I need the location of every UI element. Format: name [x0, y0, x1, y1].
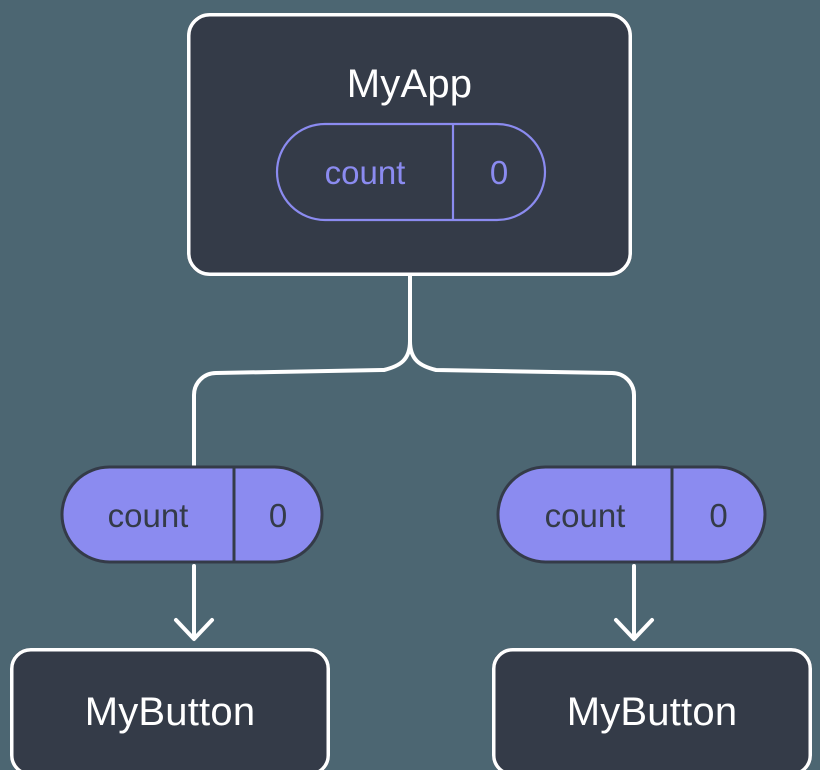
node-myapp-background: [187, 13, 632, 276]
node-myapp-border[interactable]: [187, 13, 632, 276]
connector-branch-right: [408, 339, 636, 470]
node-mybutton-right-border[interactable]: [492, 648, 812, 770]
state-pill-myapp[interactable]: [275, 122, 547, 222]
node-mybutton-left-background: [10, 648, 330, 770]
arrow-head-right-icon: [614, 618, 654, 641]
node-mybutton-right-background: [492, 648, 812, 770]
arrow-head-left-icon: [174, 618, 214, 641]
prop-pill-right[interactable]: [496, 465, 767, 564]
node-mybutton-left-border[interactable]: [10, 648, 330, 770]
connector-branch-left: [192, 339, 412, 470]
prop-pill-left[interactable]: [60, 465, 324, 564]
